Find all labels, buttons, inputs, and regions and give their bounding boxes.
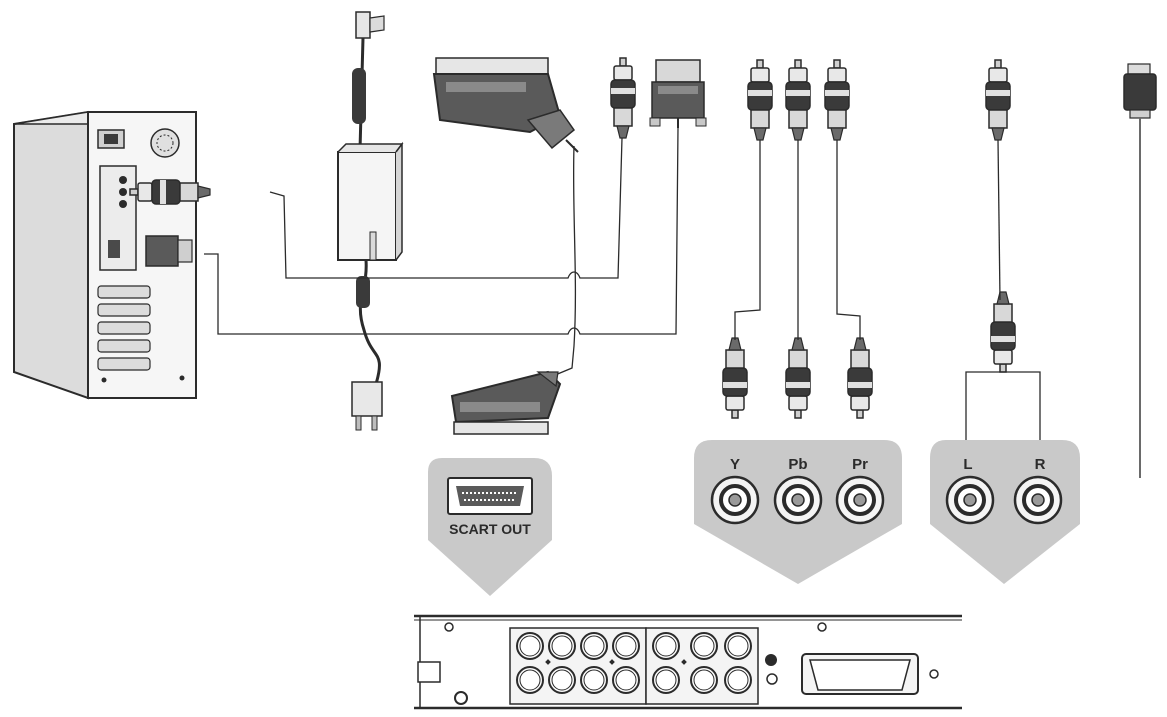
cable-lines bbox=[204, 127, 1041, 446]
rca-jack-icon bbox=[1013, 475, 1063, 525]
audio-output-panel: L R bbox=[930, 440, 1080, 584]
jack-label-pb: Pb bbox=[788, 456, 807, 473]
component-video-panel: Y Pb Pr bbox=[694, 440, 902, 584]
jack-label-right: R bbox=[1035, 456, 1046, 473]
rca-plug-icon bbox=[985, 59, 1011, 141]
scart-out-panel: SCART OUT bbox=[428, 458, 552, 596]
rca-plug-icon bbox=[991, 292, 1015, 372]
rca-plug-icon bbox=[610, 57, 636, 139]
jack-label-y: Y bbox=[730, 456, 740, 473]
scart-plug-icon bbox=[432, 57, 579, 153]
rca-plug-icon bbox=[785, 59, 811, 141]
pc-tower-icon bbox=[13, 110, 197, 400]
rca-plug-icon bbox=[824, 59, 850, 141]
rca-jack-icon bbox=[773, 475, 823, 525]
rca-plug-icon bbox=[786, 338, 810, 418]
jack-label-pr: Pr bbox=[852, 456, 868, 473]
optical-plug-icon bbox=[1123, 63, 1157, 478]
vga-plug-icon bbox=[649, 59, 707, 128]
jack-label-left: L bbox=[963, 456, 972, 473]
scart-out-label: SCART OUT bbox=[449, 521, 531, 537]
dvd-player-rear-panel-icon bbox=[414, 614, 962, 710]
rca-plug-icon bbox=[747, 59, 773, 141]
power-adapter-icon bbox=[337, 11, 404, 431]
rca-jack-icon bbox=[835, 475, 885, 525]
rca-jack-icon bbox=[710, 475, 760, 525]
rca-jack-icon bbox=[945, 475, 995, 525]
scart-plug-icon bbox=[450, 370, 562, 435]
rca-plug-icon bbox=[723, 338, 747, 418]
rca-plug-icon bbox=[848, 338, 872, 418]
rca-plug-icon bbox=[129, 179, 211, 205]
